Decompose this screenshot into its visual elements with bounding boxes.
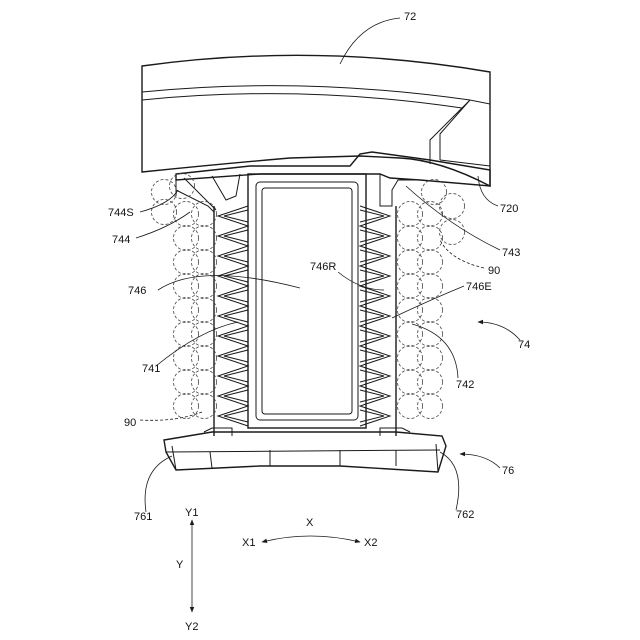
sphere: [418, 346, 443, 371]
label-746r: 746R: [310, 261, 336, 273]
sphere: [192, 346, 217, 371]
axis-label-y: Y: [176, 559, 184, 571]
sphere: [418, 274, 443, 299]
label-76: 76: [502, 465, 514, 477]
label-744: 744: [112, 234, 130, 246]
label-743: 743: [502, 247, 520, 259]
bottom-flange-76: [164, 428, 446, 472]
label-761: 761: [134, 511, 152, 523]
sphere: [192, 226, 217, 251]
label-74: 74: [518, 339, 530, 351]
sphere: [174, 346, 199, 371]
axis-label-y1: Y1: [185, 507, 198, 519]
axis-indicator: [192, 520, 360, 612]
sphere: [440, 220, 465, 245]
sphere: [174, 298, 199, 323]
sphere: [192, 370, 217, 395]
bellows-left: [214, 206, 248, 436]
sphere: [192, 250, 217, 275]
label-746: 746: [128, 285, 146, 297]
sphere: [192, 298, 217, 323]
sphere: [152, 180, 177, 205]
sphere: [398, 226, 423, 251]
sphere: [174, 202, 199, 227]
sphere: [398, 274, 423, 299]
central-core-746: [248, 174, 366, 428]
sphere: [418, 394, 443, 419]
label-72: 72: [404, 11, 416, 23]
sphere: [398, 322, 423, 347]
sphere: [398, 250, 423, 275]
label-90-lower: 90: [124, 417, 136, 429]
sphere: [174, 322, 199, 347]
label-90-upper: 90: [488, 265, 500, 277]
sphere: [418, 202, 443, 227]
sphere: [398, 346, 423, 371]
sphere: [170, 174, 195, 199]
sphere: [174, 226, 199, 251]
sphere: [152, 200, 177, 225]
label-744s: 744S: [108, 207, 134, 219]
sphere: [174, 250, 199, 275]
sphere: [418, 322, 443, 347]
label-720: 720: [500, 203, 518, 215]
label-741: 741: [142, 363, 160, 375]
axis-label-y2: Y2: [185, 621, 198, 633]
sphere: [422, 180, 447, 205]
sphere: [418, 370, 443, 395]
axis-label-x: X: [306, 517, 314, 529]
sphere: [418, 298, 443, 323]
sphere: [398, 394, 423, 419]
label-742: 742: [456, 379, 474, 391]
label-762: 762: [456, 509, 474, 521]
sphere: [192, 202, 217, 227]
sphere: [440, 194, 465, 219]
sphere: [418, 250, 443, 275]
spheres-90: [152, 174, 465, 419]
label-746e: 746E: [466, 281, 492, 293]
axis-label-x2: X2: [364, 537, 377, 549]
sphere: [398, 370, 423, 395]
axis-label-x1: X1: [242, 537, 255, 549]
sphere: [398, 202, 423, 227]
sphere: [418, 226, 443, 251]
sphere: [174, 370, 199, 395]
